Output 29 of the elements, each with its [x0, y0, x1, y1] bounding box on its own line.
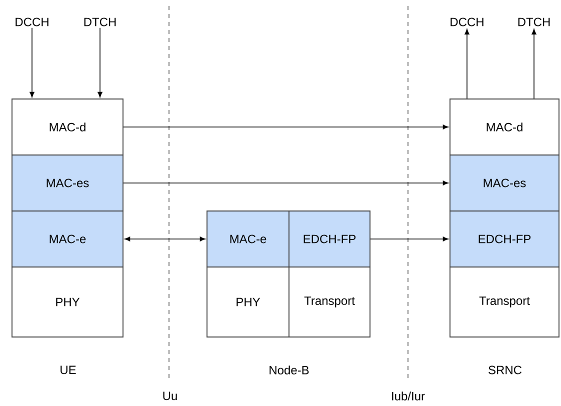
protocol-layer-box: PHY — [206, 266, 290, 338]
protocol-layer-box: Transport — [288, 266, 370, 338]
channel-label: DCCH — [16, 18, 48, 26]
protocol-layer-box: MAC-d — [450, 98, 560, 156]
stack-label: Node-B — [270, 366, 309, 374]
protocol-layer-box: MAC-e — [206, 210, 290, 268]
arrow — [370, 236, 448, 242]
protocol-layer-box: MAC-es — [12, 154, 124, 212]
protocol-layer-box: PHY — [12, 266, 124, 338]
channel-label: DCCH — [450, 18, 484, 26]
stack-label: UE — [60, 366, 76, 374]
protocol-layer-box: EDCH-FP — [450, 210, 560, 268]
channel-label: DTCH — [518, 18, 550, 26]
stack-label: SRNC — [488, 366, 522, 374]
protocol-layer-box: MAC-e — [12, 210, 124, 268]
arrow — [30, 27, 34, 98]
protocol-layer-box: MAC-es — [450, 154, 560, 212]
arrow — [124, 236, 206, 242]
arrow — [98, 27, 102, 98]
interface-label: Uu — [163, 392, 177, 400]
interface-label: Iub/Iur — [392, 392, 425, 400]
arrow — [464, 29, 470, 99]
arrow — [123, 124, 448, 130]
protocol-layer-box: EDCH-FP — [288, 210, 370, 268]
protocol-layer-box: MAC-d — [12, 98, 124, 156]
channel-label: DTCH — [84, 18, 116, 26]
arrow — [532, 29, 536, 99]
protocol-layer-box: Transport — [450, 266, 560, 338]
arrow — [123, 180, 448, 186]
